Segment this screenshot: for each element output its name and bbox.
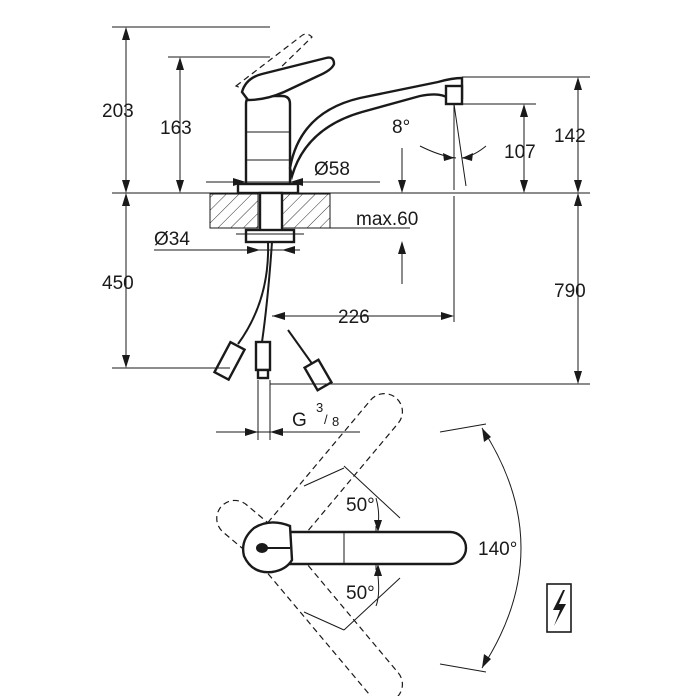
- mounting-nut: [244, 228, 296, 244]
- side-view: 203 163 142 107 8° Ø58 max.60: [102, 26, 590, 440]
- angle-down-50: 50°: [346, 583, 375, 604]
- counter-hatch-right: [281, 193, 331, 229]
- arc-140: [481, 427, 522, 669]
- dim-diameter-34: Ø34: [154, 229, 190, 250]
- faucet-base: [236, 182, 300, 195]
- aerator: [444, 84, 464, 106]
- hose-end-left: [212, 340, 247, 382]
- lever-handle: [240, 56, 336, 102]
- thread-letter: G: [292, 410, 307, 431]
- angle-up-50: 50°: [346, 495, 375, 516]
- dim-142: 142: [554, 126, 586, 147]
- dim-163: 163: [160, 118, 192, 139]
- dim-angle-8: 8°: [392, 117, 410, 138]
- thread-denominator: 8: [332, 414, 339, 429]
- hose-left: [237, 241, 270, 345]
- dim-450: 450: [102, 273, 134, 294]
- hose-end-right: [302, 358, 334, 392]
- dim-max-60: max.60: [356, 209, 418, 230]
- hose-end-center: [254, 340, 272, 372]
- top-view: 50° 50° 140°: [216, 393, 522, 696]
- lightning-bolt-icon: [546, 583, 572, 633]
- counter-hatch-left: [209, 193, 259, 229]
- dim-203: 203: [102, 101, 134, 122]
- dim-790: 790: [554, 281, 586, 302]
- dim-226: 226: [338, 307, 370, 328]
- thread-numerator: 3: [316, 400, 323, 415]
- dim-107: 107: [504, 142, 536, 163]
- svg-text:/: /: [324, 412, 328, 427]
- lever-raised-outline: [234, 33, 313, 93]
- faucet-body: [244, 94, 292, 188]
- lever-position-center: [268, 530, 468, 566]
- angle-total-140: 140°: [478, 539, 517, 560]
- hose-center: [261, 241, 273, 343]
- dim-diameter-58: Ø58: [314, 159, 350, 180]
